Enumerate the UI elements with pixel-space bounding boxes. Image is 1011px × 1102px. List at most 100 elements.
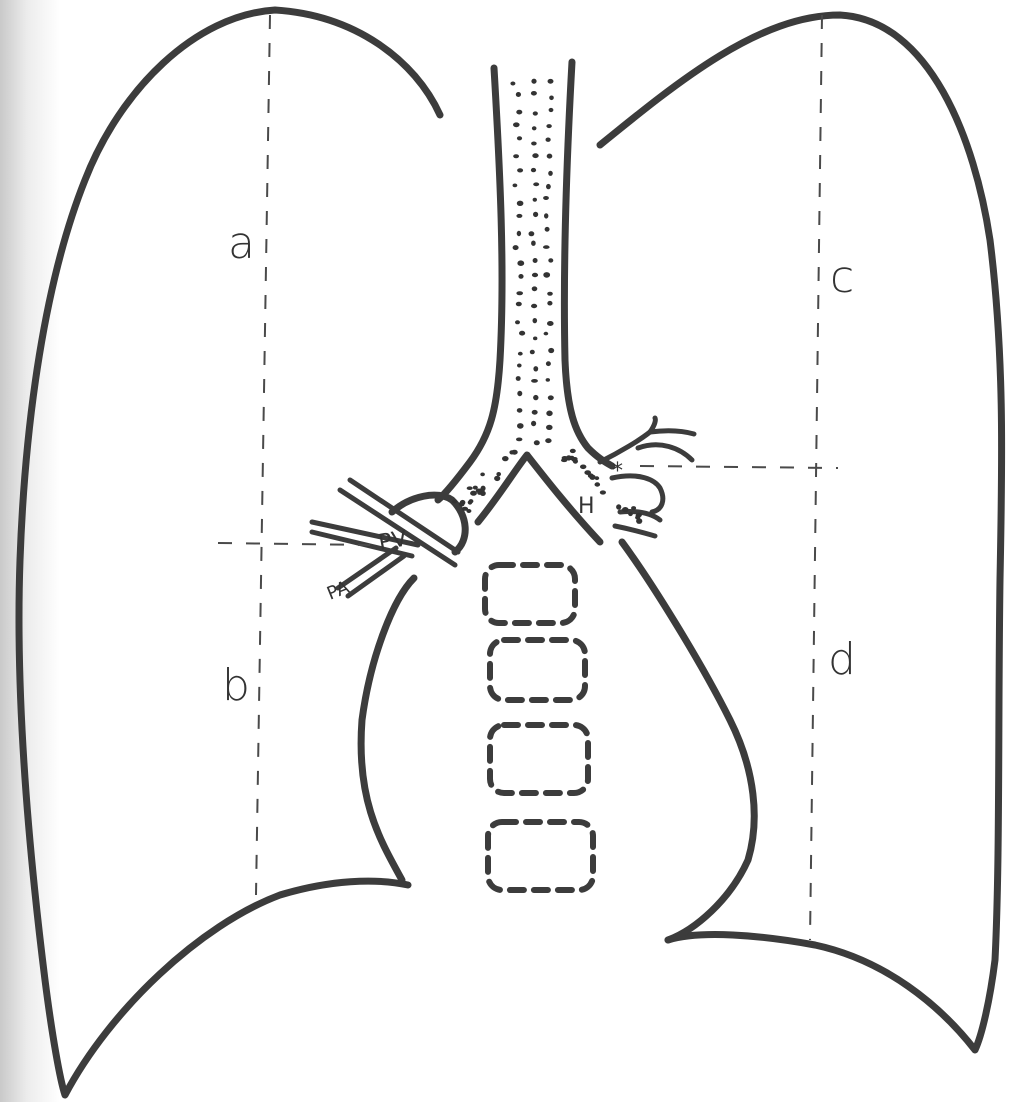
stipple-dot <box>518 352 523 356</box>
stipple-dot <box>532 410 538 415</box>
stipple-dot <box>548 171 553 176</box>
stipple-dot <box>570 449 576 453</box>
label-star: * <box>612 459 623 484</box>
stipple-dot <box>549 108 554 112</box>
stipple-dot <box>529 231 535 236</box>
stipple-dot <box>516 110 522 115</box>
stipple-dot <box>616 504 621 509</box>
stipple-dot <box>631 506 636 510</box>
vertebra-3 <box>490 725 588 793</box>
stipple-dot <box>534 440 540 445</box>
stipple-dot <box>515 320 520 324</box>
stipple-dot <box>600 490 606 494</box>
vertebra-2 <box>490 640 585 700</box>
stipple-dot <box>516 302 522 307</box>
left-vessel-3 <box>638 445 692 460</box>
stipple-dot <box>546 184 551 189</box>
stipple-dot <box>531 421 536 426</box>
stipple-dot <box>584 470 591 475</box>
stipple-dot <box>452 500 457 504</box>
stipple-dot <box>531 142 537 146</box>
stipple-dot <box>502 456 509 461</box>
stipple-dot <box>543 196 549 200</box>
stipple-dot <box>513 154 519 158</box>
stipple-dot <box>546 138 551 142</box>
stipple-dot <box>546 124 551 128</box>
page-shadow <box>0 0 60 1102</box>
stipple-dot <box>548 79 554 84</box>
stipple-dot <box>531 91 537 96</box>
left-heart-border <box>622 542 754 940</box>
stipple-dot <box>468 500 473 504</box>
stipple-dot <box>546 425 553 430</box>
stipple-dot <box>546 361 551 366</box>
stipple-dot <box>531 79 536 84</box>
stipple-dot <box>595 482 601 486</box>
stipple-dot <box>517 391 522 396</box>
stipple-dot <box>467 486 473 490</box>
stipple-dot <box>533 395 538 400</box>
stipple-dot <box>517 260 524 266</box>
stipple-dot <box>531 304 537 308</box>
stipple-dot <box>548 395 554 400</box>
trachea-right-wall <box>564 62 612 466</box>
stipple-dot <box>543 245 550 249</box>
vertebra-1 <box>485 565 575 623</box>
stipple-dot <box>532 273 538 277</box>
stipple-dot <box>516 291 523 295</box>
stipple-dot <box>533 182 539 186</box>
stipple-dot <box>547 301 552 306</box>
stipple-dot <box>622 507 629 512</box>
stipple-dot <box>533 111 538 115</box>
stipple-dot <box>517 201 524 206</box>
label-pv: PV <box>377 526 409 556</box>
trachea-left-wall <box>438 68 502 500</box>
stipple-dot <box>513 245 519 250</box>
stipple-dot <box>532 153 538 158</box>
stipple-dot <box>533 337 537 341</box>
stipple-dot <box>531 379 538 383</box>
guide-line-right-lung <box>256 15 270 895</box>
stipple-dot <box>533 366 538 371</box>
label-a: a <box>228 218 255 269</box>
guide-line-left-hilum <box>640 466 838 468</box>
stipple-dot <box>635 515 640 519</box>
stipple-dot <box>516 214 522 218</box>
stipple-dot <box>519 331 525 336</box>
stipple-dot <box>548 348 554 353</box>
stipple-dot <box>462 507 468 511</box>
stipple-dot <box>517 168 523 172</box>
stipple-dot <box>517 231 521 236</box>
stipple-dot <box>548 258 553 262</box>
label-d: d <box>828 634 856 685</box>
stipple-dot <box>516 376 521 381</box>
stipple-dot <box>628 512 633 516</box>
stipple-dot <box>510 82 515 86</box>
stipple-dot <box>517 408 523 413</box>
stipple-dot <box>533 198 537 202</box>
stipple-dot <box>546 378 550 382</box>
stipple-dot <box>532 286 538 291</box>
stipple-dot <box>590 475 596 480</box>
stipple-dot <box>544 332 549 336</box>
stipple-dot <box>509 450 514 454</box>
stipple-dot <box>545 438 551 443</box>
stipple-dot <box>513 122 520 127</box>
stipple-dot <box>533 212 538 217</box>
vertebra-4 <box>488 822 593 890</box>
guide-line-left-lung <box>810 15 822 940</box>
stipple-dot <box>533 258 538 263</box>
label-h: H <box>578 494 595 519</box>
stipple-dot <box>513 184 518 188</box>
stipple-dot <box>496 472 501 476</box>
stipple-dot <box>543 272 550 278</box>
stipple-dot <box>546 411 552 417</box>
guide-line-right-hilum <box>218 543 370 545</box>
stipple-dot <box>516 438 522 442</box>
stipple-dot <box>494 476 500 481</box>
left-vessel-6 <box>615 526 655 536</box>
stipple-dot <box>531 168 536 172</box>
label-c: c <box>830 252 854 303</box>
stipple-dot <box>532 126 537 130</box>
